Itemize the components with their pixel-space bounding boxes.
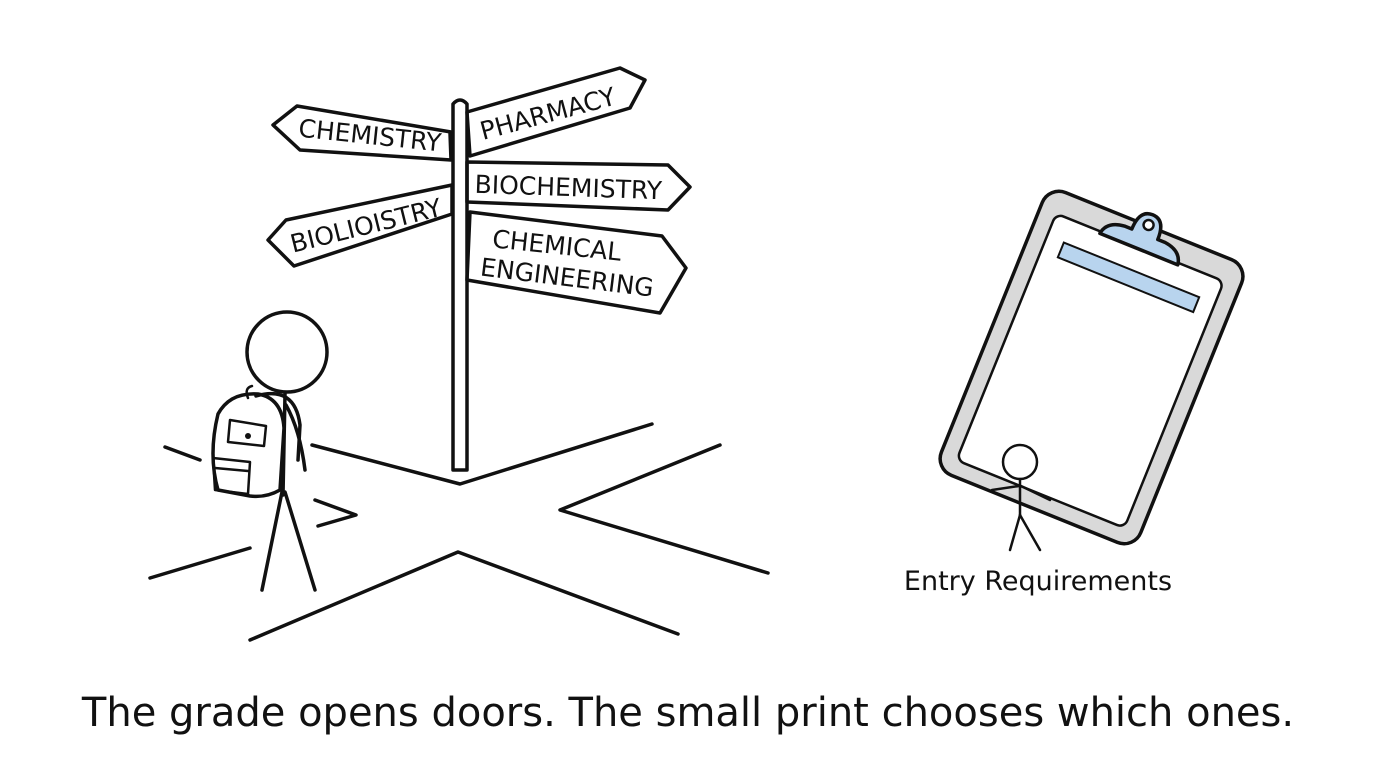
small-person-icon xyxy=(990,443,1052,552)
clipboard-icon xyxy=(938,189,1245,546)
sign-biology: BIOLIOISTRY xyxy=(266,183,454,268)
sign-biochemistry: BIOCHEMISTRY xyxy=(465,160,692,212)
student-with-backpack-icon xyxy=(211,310,329,592)
clipboard-clip xyxy=(1098,211,1181,267)
sign-chemical-engineering: CHEMICAL ENGINEERING xyxy=(465,210,688,315)
sign-pharmacy: PHARMACY xyxy=(465,66,647,158)
sign-pharmacy-label: PHARMACY xyxy=(477,82,619,146)
clipboard-label: Entry Requirements xyxy=(904,566,1172,597)
sign-chemistry: CHEMISTRY xyxy=(271,104,453,162)
crossroads-paths xyxy=(148,422,770,642)
sign-biochemistry-label: BIOCHEMISTRY xyxy=(474,170,663,206)
clipboard-highlight-line xyxy=(1056,241,1201,314)
signpost-icon: CHEMISTRY BIOLIOISTRY PHARMACY BIOCHEMIS… xyxy=(266,66,692,472)
backpack-icon xyxy=(211,384,302,499)
caption: The grade opens doors. The small print c… xyxy=(81,690,1295,736)
